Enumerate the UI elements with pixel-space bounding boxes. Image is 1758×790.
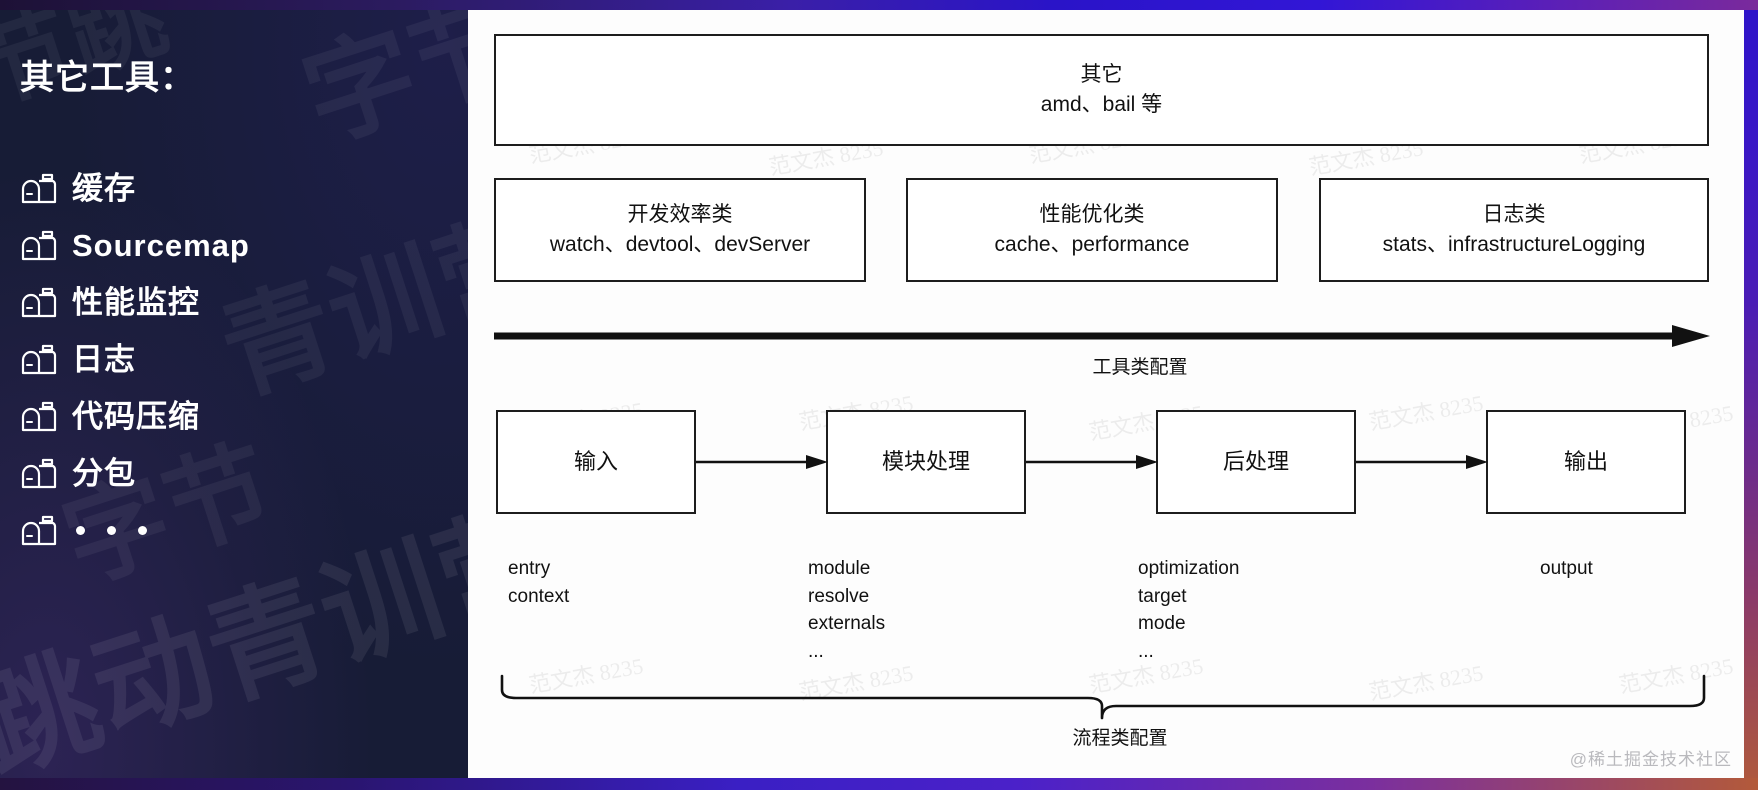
other-config-box: 其它 amd、bail 等 <box>494 34 1709 146</box>
mailbox-icon <box>21 401 57 431</box>
flow-box-module-processing: 模块处理 <box>826 410 1026 514</box>
flow-arrow-icon <box>1356 455 1488 469</box>
flow-box-label: 模块处理 <box>881 449 970 475</box>
tool-config-label-text: 工具类配置 <box>1092 357 1188 378</box>
flow-box-input: 输入 <box>496 410 696 514</box>
mailbox-icon <box>21 287 57 317</box>
flow-options-module: module resolve externals ... <box>808 558 886 662</box>
mailbox-icon <box>21 344 57 374</box>
sidebar-item-label: 代码压缩 <box>72 399 200 434</box>
credit-watermark: @稀土掘金技术社区 <box>1569 750 1732 769</box>
right-gradient-bar <box>1744 0 1758 790</box>
other-config-title: 其它 <box>1080 62 1123 86</box>
flow-arrow-icon <box>1026 455 1158 469</box>
category-items: watch、devtool、devServer <box>549 233 811 256</box>
sidebar: 节跳 字节 青训营 跳动青训营 字节 其它工具： 缓存 <box>0 0 468 790</box>
top-gradient-bar <box>0 0 1758 10</box>
flow-options-post: optimization target mode ... <box>1138 558 1240 662</box>
category-title: 性能优化类 <box>1039 202 1145 226</box>
flow-box-label: 后处理 <box>1222 449 1289 475</box>
sidebar-item-label: Sourcemap <box>72 228 250 263</box>
sidebar-item-label: 性能监控 <box>72 285 200 320</box>
sidebar-item-sourcemap[interactable]: Sourcemap <box>20 217 440 274</box>
sidebar-item-label-ellipsis <box>72 526 147 535</box>
flow-options-input: entry context <box>508 558 570 607</box>
sidebar-item-cache[interactable]: 缓存 <box>20 160 440 217</box>
category-items: cache、performance <box>994 233 1190 256</box>
flow-box-label: 输出 <box>1563 449 1608 475</box>
sidebar-item-label: 分包 <box>72 456 136 491</box>
process-config-brace-icon <box>500 674 1706 720</box>
flow-box-post-processing: 后处理 <box>1156 410 1356 514</box>
mailbox-icon <box>21 230 57 260</box>
mailbox-icon <box>21 173 57 203</box>
flow-options-output: output <box>1540 558 1593 579</box>
sidebar-item-logging[interactable]: 日志 <box>20 331 440 388</box>
dot-glyph <box>138 526 147 535</box>
diagram-slide: 范文杰 8235 范文杰 8235 范文杰 8235 范文杰 8235 范文杰 … <box>468 10 1744 778</box>
sidebar-title: 其它工具： <box>20 59 195 97</box>
category-box-performance: 性能优化类 cache、performance <box>906 178 1278 282</box>
sidebar-item-list: 缓存 Sourcemap 性能监控 <box>20 160 440 559</box>
category-title: 日志类 <box>1482 202 1546 226</box>
dot-glyph <box>107 526 116 535</box>
category-items: stats、infrastructureLogging <box>1382 233 1646 256</box>
mailbox-icon <box>21 515 57 545</box>
sidebar-item-code-minification[interactable]: 代码压缩 <box>20 388 440 445</box>
category-box-logging: 日志类 stats、infrastructureLogging <box>1319 178 1709 282</box>
sidebar-item-performance-monitoring[interactable]: 性能监控 <box>20 274 440 331</box>
category-title: 开发效率类 <box>627 202 733 226</box>
sidebar-watermark: 字节 <box>288 0 468 165</box>
bottom-gradient-bar <box>0 778 1758 790</box>
tool-config-arrow-icon <box>494 325 1710 347</box>
sidebar-item-code-splitting[interactable]: 分包 <box>20 445 440 502</box>
flow-box-output: 输出 <box>1486 410 1686 514</box>
tool-config-label: 工具类配置 <box>468 352 1744 379</box>
slide-watermark: 范文杰 8235 <box>1366 390 1486 435</box>
process-config-label-text: 流程类配置 <box>1072 728 1168 749</box>
category-box-dev-efficiency: 开发效率类 watch、devtool、devServer <box>494 178 866 282</box>
sidebar-item-more[interactable] <box>20 502 440 559</box>
mailbox-icon <box>21 458 57 488</box>
process-config-label: 流程类配置 <box>468 723 1744 750</box>
sidebar-item-label: 日志 <box>72 342 136 377</box>
dot-glyph <box>76 526 85 535</box>
other-config-items: amd、bail 等 <box>1040 93 1163 116</box>
flow-arrow-icon <box>696 455 828 469</box>
sidebar-item-label: 缓存 <box>72 171 136 206</box>
flow-box-label: 输入 <box>573 449 618 475</box>
